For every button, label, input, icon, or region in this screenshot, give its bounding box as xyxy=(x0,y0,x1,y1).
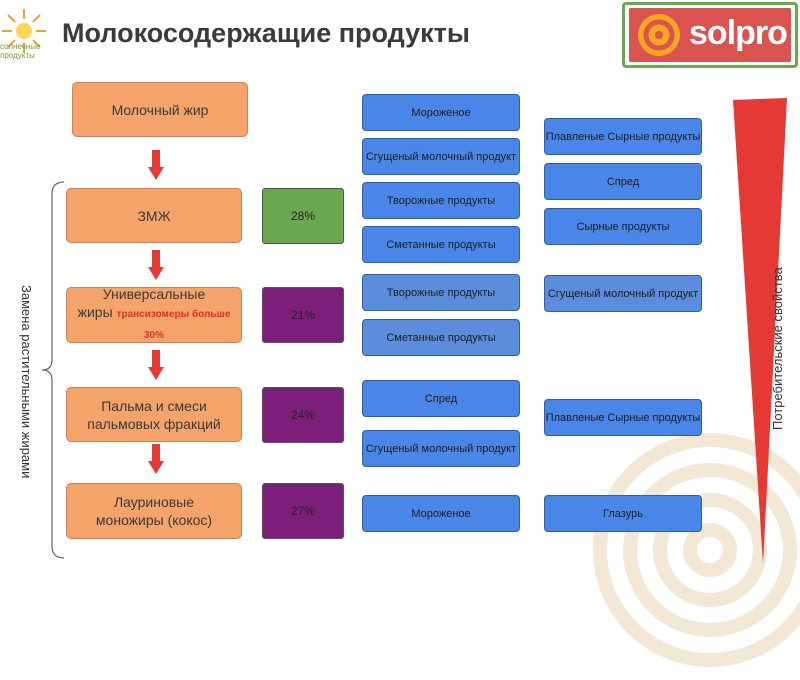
product-box: Спред xyxy=(544,163,702,200)
milk-fat-label: Молочный жир xyxy=(112,101,209,119)
palm-box: Пальма и смеси пальмовых фракций xyxy=(66,387,242,442)
lauric-line1: Лауриновые xyxy=(114,493,194,511)
down-arrow-icon xyxy=(148,350,164,380)
left-side-label: Замена растительными жирами xyxy=(19,285,34,478)
right-side-label: Потребительские свойства xyxy=(770,267,785,430)
palm-line2: пальмовых фракций xyxy=(87,415,221,433)
page-title: Молокосодержащие продукты xyxy=(62,18,470,49)
percentage-badge: 24% xyxy=(262,387,344,443)
product-box: Плавленые Сырные продукты xyxy=(544,118,702,155)
down-arrow-icon xyxy=(148,150,164,180)
product-box: Сырные продукты xyxy=(544,208,702,245)
solpro-logo-text: solpro xyxy=(689,14,787,53)
bracket xyxy=(40,180,66,560)
left-side-label-wrap: Замена растительными жирами xyxy=(14,285,34,515)
lauric-line2: моножиры (кокос) xyxy=(96,511,212,529)
solpro-logo: solpro xyxy=(622,2,798,68)
percentage-badge: 27% xyxy=(262,483,344,539)
lauric-box: Лауриновые моножиры (кокос) xyxy=(66,483,242,539)
percentage-badge: 28% xyxy=(262,188,344,244)
product-box: Сметанные продукты xyxy=(362,226,520,263)
down-arrow-icon xyxy=(148,444,164,474)
logo-left-text: солнечные продукты xyxy=(0,42,50,60)
percentage-badge: 21% xyxy=(262,287,344,343)
universal-fats-line2: жиры xyxy=(78,304,113,320)
product-box: Творожные продукты xyxy=(362,274,520,311)
product-box: Глазурь xyxy=(544,495,702,532)
product-box: Сгущеный молочный продукт xyxy=(544,275,702,312)
milk-fat-box: Молочный жир xyxy=(72,82,248,137)
product-box: Сгущеный молочный продукт xyxy=(362,430,520,467)
palm-line1: Пальма и смеси xyxy=(101,397,207,415)
product-box: Мороженое xyxy=(362,94,520,131)
product-box: Мороженое xyxy=(362,495,520,532)
right-side-label-wrap: Потребительские свойства xyxy=(770,240,792,440)
solpro-spiral-icon xyxy=(635,12,683,58)
universal-fats-box: Универсальные жиры трансизомеры больше 3… xyxy=(66,287,242,343)
trans-isomers-note: трансизомеры больше 30% xyxy=(117,309,231,341)
product-box: Плавленые Сырные продукты xyxy=(544,399,702,436)
down-arrow-icon xyxy=(148,250,164,280)
zmzh-box: ЗМЖ xyxy=(66,188,242,243)
logo-left-line2: продукты xyxy=(0,51,50,60)
product-box: Творожные продукты xyxy=(362,182,520,219)
product-box: Спред xyxy=(362,380,520,417)
product-box: Сметанные продукты xyxy=(362,319,520,356)
universal-fats-line1: Универсальные xyxy=(103,285,206,303)
zmzh-label: ЗМЖ xyxy=(137,207,170,225)
product-box: Сгущеный молочный продукт xyxy=(362,138,520,175)
solpro-logo-bg: solpro xyxy=(629,8,791,62)
logo-left-line1: солнечные xyxy=(0,42,50,51)
